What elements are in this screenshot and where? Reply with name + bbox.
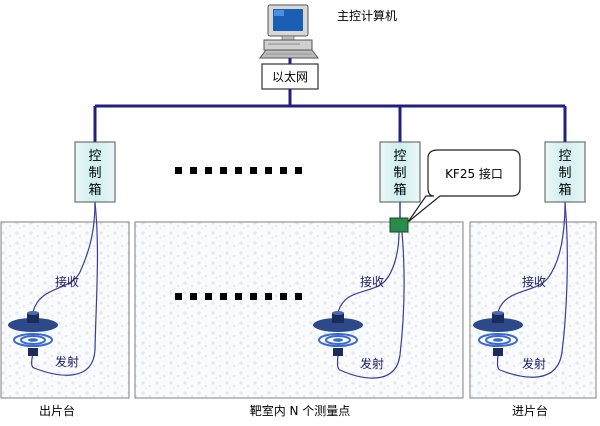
sensor-left	[8, 311, 58, 356]
computer-icon	[259, 4, 319, 59]
control-box-middle: 控 制 箱	[379, 141, 421, 203]
station-panel-left	[0, 221, 130, 399]
control-box-char: 控	[558, 149, 571, 164]
sensor-cables-left	[31, 201, 99, 376]
control-box-right: 控 制 箱	[544, 141, 586, 203]
transmit-label-left: 发射	[55, 354, 79, 369]
ethernet-box	[261, 63, 319, 90]
control-box-char: 制	[88, 166, 101, 181]
control-box-left: 控 制 箱	[74, 141, 116, 203]
sensor-middle	[313, 311, 363, 356]
kf25-connector	[389, 217, 409, 233]
station-caption-middle: 靶室内 N 个测量点	[250, 403, 351, 418]
station-panel-middle	[134, 221, 464, 399]
receive-label-right: 接收	[522, 274, 546, 289]
ethernet-label: 以太网	[272, 69, 308, 84]
control-box-char: 箱	[88, 182, 101, 198]
station-caption-left: 出片台	[39, 403, 75, 418]
sensor-right	[473, 311, 523, 356]
sensor-cables-right	[496, 201, 568, 378]
control-box-char: 制	[558, 166, 571, 181]
ellipsis-dots-lower	[175, 293, 302, 300]
receive-label-middle: 接收	[360, 274, 384, 289]
control-box-char: 控	[393, 149, 406, 164]
control-box-char: 制	[393, 166, 406, 181]
computer-label: 主控计算机	[337, 8, 397, 23]
receive-label-left: 接收	[55, 274, 79, 289]
control-box-char: 箱	[558, 182, 571, 198]
ellipsis-dots-upper	[175, 167, 302, 174]
transmit-label-middle: 发射	[360, 356, 384, 371]
interface-callout	[407, 149, 521, 223]
control-box-char: 控	[88, 149, 101, 164]
interface-label: KF25 接口	[445, 166, 503, 181]
station-caption-right: 进片台	[512, 403, 548, 418]
network-bus	[93, 89, 567, 142]
transmit-label-right: 发射	[522, 356, 546, 371]
sensor-cables-middle	[336, 231, 405, 379]
control-box-char: 箱	[393, 182, 406, 198]
station-panel-right	[469, 221, 597, 399]
